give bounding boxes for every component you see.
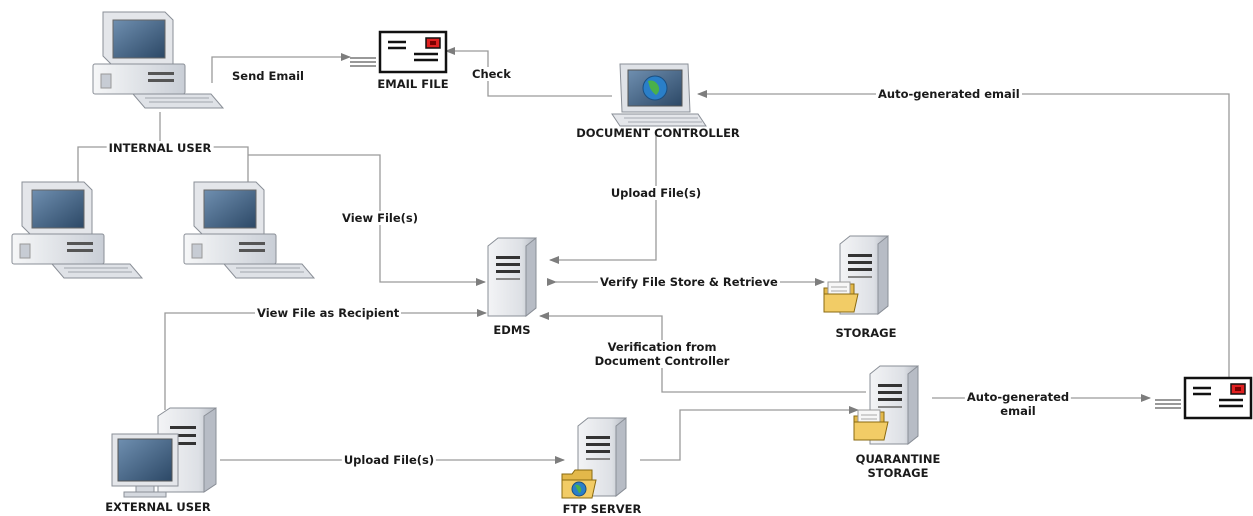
internal-user-label: INTERNAL USER [106, 141, 214, 155]
quarantine-storage-server-icon [853, 365, 919, 445]
upload-files-dc-connector [549, 130, 657, 264]
view-files-label: View File(s) [340, 211, 420, 225]
quarantine-storage-label-1: QUARANTINE [855, 452, 941, 466]
view-file-as-recipient-label: View File as Recipient [255, 306, 402, 320]
folder-icon [853, 409, 889, 441]
verification-label-2: Document Controller [592, 354, 732, 368]
upload-files-dc-label: Upload File(s) [608, 186, 704, 200]
ftp-server-label: FTP SERVER [562, 502, 642, 516]
ftp-server-icon [561, 417, 627, 499]
external-user-label: EXTERNAL USER [105, 500, 211, 514]
internal-user-desktop-right [183, 181, 315, 279]
document-controller-label: DOCUMENT CONTROLLER [576, 126, 740, 140]
auto-email-top-connector [697, 90, 1230, 378]
verify-file-store-label: Verify File Store & Retrieve [598, 275, 780, 289]
view-as-recipient-connector [164, 309, 487, 410]
auto-generated-label-2: email [998, 404, 1038, 418]
quarantine-storage-label-2: STORAGE [867, 466, 929, 480]
internal-user-desktop-left [11, 181, 143, 279]
auto-generated-email-top-label: Auto-generated email [876, 87, 1022, 101]
email-file-envelope-icon [350, 30, 448, 74]
verification-label-1: Verification from [605, 340, 719, 354]
storage-server-icon [823, 235, 889, 315]
external-user-computer-icon [111, 407, 217, 498]
email-file-label: EMAIL FILE [377, 77, 449, 91]
edms-label: EDMS [493, 323, 531, 337]
document-controller-laptop-icon [611, 63, 707, 127]
folder-icon [823, 281, 859, 313]
ftp-to-quarantine-connector [640, 406, 859, 461]
check-label: Check [470, 67, 513, 81]
upload-files-ext-label: Upload File(s) [341, 453, 437, 467]
send-email-connector [211, 53, 351, 83]
send-email-label: Send Email [230, 69, 306, 83]
edms-server-icon [487, 237, 537, 317]
auto-generated-email-envelope-icon [1155, 376, 1253, 420]
auto-generated-label-1: Auto-generated [964, 390, 1072, 404]
folder-icon [561, 469, 597, 499]
storage-label: STORAGE [835, 326, 897, 340]
internal-user-desktop-top [92, 11, 224, 109]
